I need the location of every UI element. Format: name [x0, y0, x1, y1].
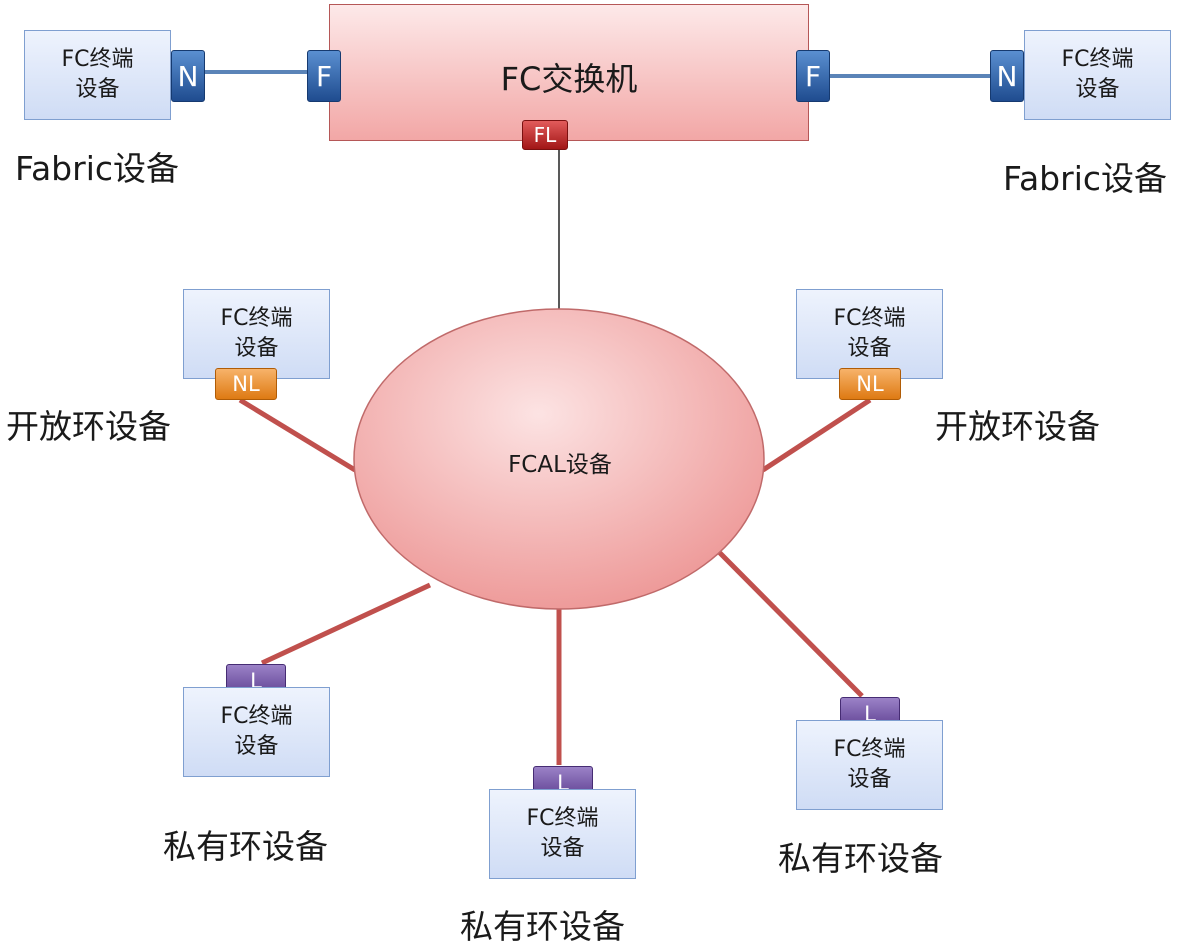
fc-al-ring — [353, 308, 765, 610]
link-private-right — [715, 548, 864, 698]
device-label-line1: FC终端 — [1061, 47, 1134, 72]
fabric-n-port-left: N — [171, 50, 205, 102]
port-label: F — [804, 59, 822, 93]
port-label: L — [250, 668, 262, 693]
device-label-line1: FC终端 — [526, 806, 599, 831]
port-label: NL — [856, 372, 884, 396]
device-label-line2: 设备 — [847, 767, 892, 792]
fabric-device-caption-right: Fabric设备 — [1003, 159, 1168, 198]
device-label-line1: FC终端 — [833, 306, 906, 331]
fc-al-ring-label: FCAL设备 — [508, 452, 612, 478]
port-label: NL — [232, 372, 260, 396]
device-label-line2: 设备 — [1075, 77, 1120, 102]
fabric-device-right: FC终端 设备 — [1024, 30, 1171, 120]
fc-switch-label: FC交换机 — [500, 60, 638, 98]
private-loop-caption-center: 私有环设备 — [460, 907, 625, 946]
open-loop-device-left: FC终端 设备 — [183, 289, 330, 379]
device-label-line1: FC终端 — [61, 47, 134, 72]
open-loop-nl-port-right: NL — [839, 368, 901, 400]
port-label: L — [864, 701, 876, 726]
fabric-device-caption-left: Fabric设备 — [15, 149, 180, 188]
device-label-line2: 设备 — [847, 336, 892, 361]
open-loop-nl-port-left: NL — [215, 368, 277, 400]
device-label-line2: 设备 — [234, 336, 279, 361]
fabric-device-left: FC终端 设备 — [24, 30, 171, 120]
switch-f-port-left: F — [307, 50, 341, 102]
private-loop-caption-right: 私有环设备 — [778, 839, 943, 878]
switch-fl-port: FL — [522, 120, 568, 150]
open-loop-device-right: FC终端 设备 — [796, 289, 943, 379]
private-loop-device-center: FC终端 设备 — [489, 789, 636, 879]
device-label-line1: FC终端 — [833, 737, 906, 762]
private-loop-caption-left: 私有环设备 — [163, 827, 328, 866]
private-loop-device-left: FC终端 设备 — [183, 687, 330, 777]
link-open-right — [761, 397, 872, 473]
link-open-left — [238, 397, 357, 473]
port-label: N — [177, 59, 199, 93]
private-loop-device-right: FC终端 设备 — [796, 720, 943, 810]
fabric-n-port-right: N — [990, 50, 1024, 102]
fc-switch: FC交换机 — [329, 4, 809, 141]
device-label-line2: 设备 — [540, 836, 585, 861]
switch-f-port-right: F — [796, 50, 830, 102]
device-label-line1: FC终端 — [220, 704, 293, 729]
link-private-left — [260, 582, 432, 666]
port-label: L — [557, 770, 569, 795]
device-label-line2: 设备 — [75, 77, 120, 102]
device-label-line1: FC终端 — [220, 306, 293, 331]
port-label: N — [996, 59, 1018, 93]
open-loop-caption-left: 开放环设备 — [6, 407, 171, 446]
port-label: F — [315, 59, 333, 93]
port-label: FL — [533, 123, 557, 147]
open-loop-caption-right: 开放环设备 — [935, 407, 1100, 446]
device-label-line2: 设备 — [234, 734, 279, 759]
